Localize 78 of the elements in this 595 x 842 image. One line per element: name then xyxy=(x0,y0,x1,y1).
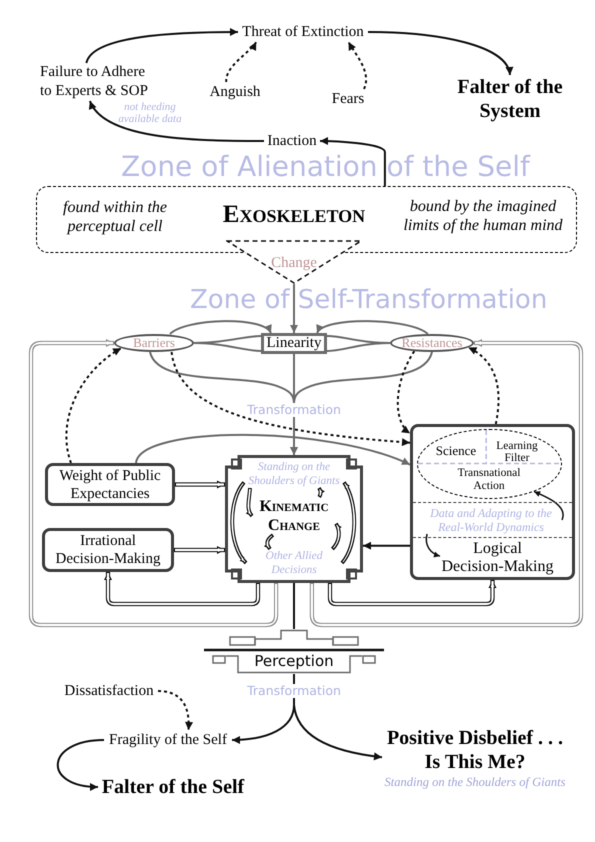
double-arrow xyxy=(230,481,248,564)
edge-label: Transformation xyxy=(245,684,343,698)
double-arrow xyxy=(264,533,274,550)
node-label: Linearity xyxy=(266,336,322,351)
node-label: Perception xyxy=(254,652,334,670)
concept-label: Failure to Adhere to Experts & SOP xyxy=(40,63,156,101)
outcome-label: Positive Disbelief . . . Is This Me? xyxy=(382,726,568,774)
rounded-box xyxy=(42,528,174,572)
dashed-arrow xyxy=(468,346,500,424)
double-arrow xyxy=(174,546,225,554)
concept-label: Standing on the Shoulders of Giants xyxy=(244,460,344,488)
frame-title: Kinematic Change xyxy=(252,497,336,535)
caption-text: Standing on the Shoulders of Giants xyxy=(384,775,566,790)
concept-label: Threat of Extinction xyxy=(238,22,368,42)
arrow xyxy=(363,542,410,550)
concept-label: Other Allied Decisions xyxy=(246,549,342,577)
box-title: Exoskeleton xyxy=(222,200,366,230)
concept-label: Data and Adapting to the Real-World Dynamics xyxy=(420,506,562,534)
arrow xyxy=(293,704,382,760)
double-arrow xyxy=(328,580,496,606)
ellipse-label: Transnational Action xyxy=(456,466,522,492)
node-label: Irrational Decision-Making xyxy=(54,532,162,568)
annotation-text: bound by the imagined limits of the human mind xyxy=(402,197,564,235)
connector-line xyxy=(326,335,391,352)
node-label: Barriers xyxy=(133,336,175,350)
ellipse-label: Science xyxy=(434,442,478,458)
arrow xyxy=(320,137,386,186)
node-label: Resistances xyxy=(402,336,462,350)
double-arrow xyxy=(175,480,225,488)
concept-label: Dissatisfaction xyxy=(60,681,158,701)
node-label: Weight of Public Expectancies xyxy=(58,466,162,502)
rounded-box xyxy=(45,463,175,506)
dashed-arrow xyxy=(348,42,368,90)
ellipse-node xyxy=(390,334,474,352)
dashed-arrow xyxy=(170,352,410,446)
arrow xyxy=(290,284,298,333)
annotation-text: found within the perceptual cell xyxy=(62,198,168,236)
ellipse-label: Learning Filter xyxy=(495,440,539,464)
edge-label: not heeding available data xyxy=(117,101,183,125)
outcome-label: Falter of the System xyxy=(450,75,570,123)
double-arrow xyxy=(104,572,260,606)
node-label: Change xyxy=(271,255,317,271)
arrow xyxy=(368,31,512,76)
ellipse-node xyxy=(114,334,194,352)
edge-label: Transformation xyxy=(245,403,343,417)
arrow xyxy=(135,434,410,466)
arrow xyxy=(290,352,433,455)
connector-line xyxy=(193,335,262,352)
double-arrow xyxy=(246,488,254,518)
arrow xyxy=(56,739,104,790)
double-arrow xyxy=(330,522,342,550)
outcome-label: Falter of the Self xyxy=(98,774,248,800)
arrow xyxy=(426,534,440,558)
concept-label: Fragility of the Self xyxy=(104,730,232,750)
arrow xyxy=(169,320,272,335)
arrow xyxy=(316,320,428,335)
concept-label: Inaction xyxy=(264,131,320,151)
rounded-box xyxy=(410,424,575,580)
dashed-arrow xyxy=(225,41,258,82)
zone-label: Zone of Self-Transformation xyxy=(190,285,548,315)
double-arrow xyxy=(310,339,584,628)
arrow xyxy=(534,490,564,520)
double-arrow xyxy=(28,339,278,628)
connector-line xyxy=(293,583,295,629)
dashed-arrow xyxy=(66,347,122,464)
double-arrow xyxy=(317,487,325,498)
arrow xyxy=(86,28,238,64)
arrow xyxy=(232,704,295,744)
dashed-arrow xyxy=(396,350,416,434)
zone-label: Zone of Alienation of the Self xyxy=(121,151,530,183)
dashed-ellipse xyxy=(417,429,562,499)
double-arrow xyxy=(340,481,356,564)
node-label: Logical Decision-Making xyxy=(440,540,555,576)
process-box xyxy=(261,333,327,354)
concept-label: Fears xyxy=(328,89,368,109)
concept-label: Anguish xyxy=(206,82,264,102)
dashed-arrow xyxy=(158,690,193,730)
arrow xyxy=(89,100,264,142)
